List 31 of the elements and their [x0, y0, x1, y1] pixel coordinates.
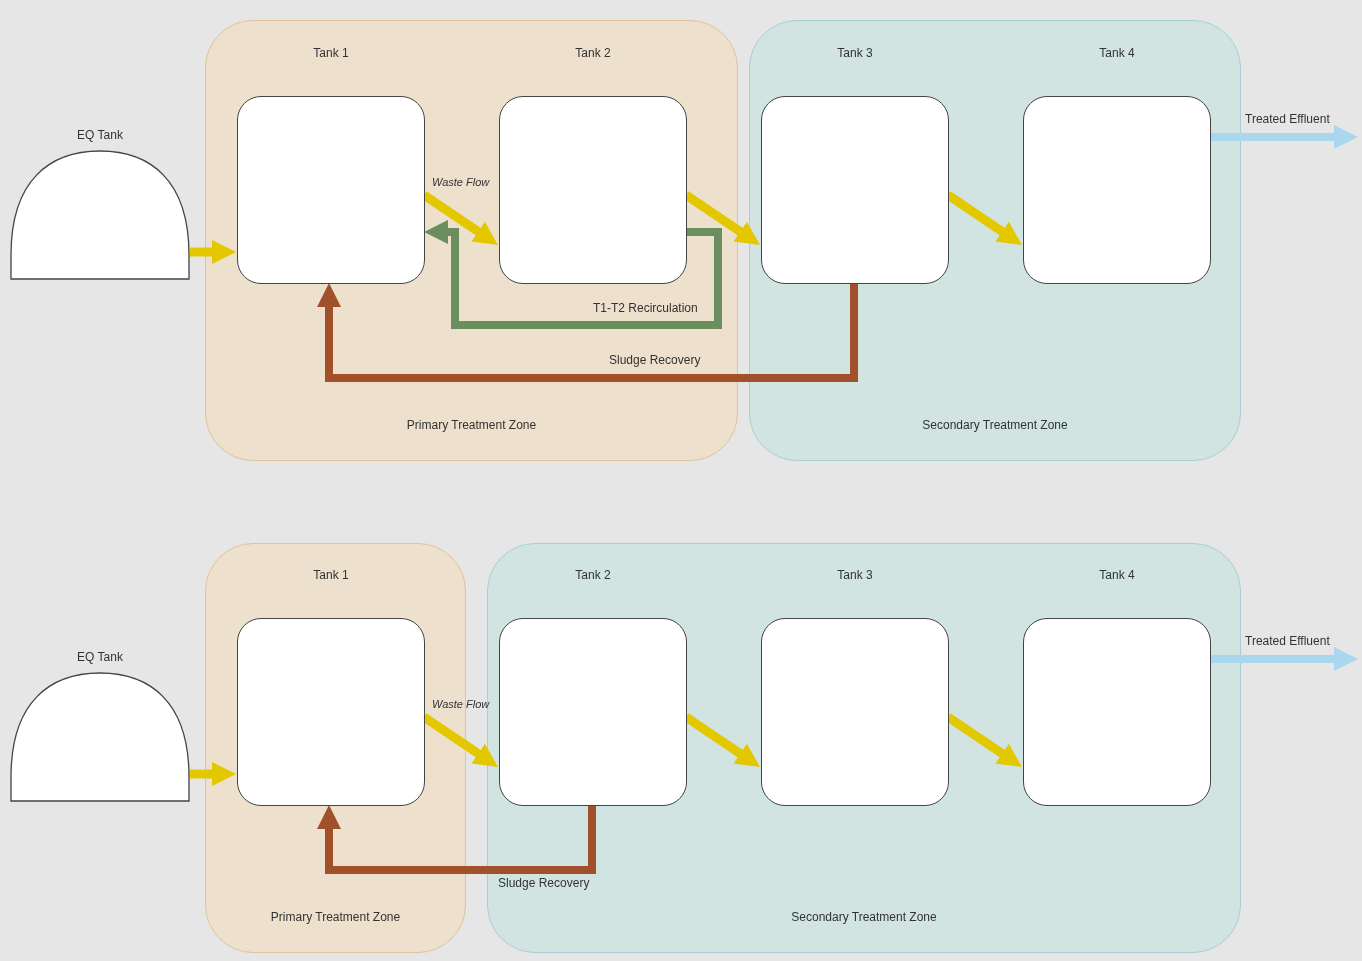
arrow	[190, 240, 236, 264]
tank-label: Tank 1	[312, 568, 350, 582]
edge-label: Treated Effluent	[1244, 112, 1331, 126]
tank-label: Tank 4	[1098, 46, 1136, 60]
edge-label: Sludge Recovery	[608, 353, 702, 367]
zone-panel	[205, 20, 738, 461]
edge-label: Sludge Recovery	[497, 876, 591, 890]
arrow	[190, 762, 236, 786]
edge-label: Treated Effluent	[1244, 634, 1331, 648]
tank-label: EQ Tank	[76, 650, 124, 664]
tank-label: Tank 2	[574, 46, 612, 60]
arrow	[317, 283, 858, 382]
arrow	[317, 805, 596, 874]
tank-label: Tank 1	[312, 46, 350, 60]
arrow	[1210, 125, 1358, 149]
zone-panel	[749, 20, 1241, 461]
tank-label: Tank 4	[1098, 568, 1136, 582]
edge-label: Waste Flow	[431, 698, 491, 710]
tank-label: EQ Tank	[76, 128, 124, 142]
arrow	[1210, 647, 1358, 671]
zone-title: Secondary Treatment Zone	[922, 418, 1068, 432]
tank-label: Tank 2	[574, 568, 612, 582]
zone-title: Secondary Treatment Zone	[791, 910, 937, 924]
tank-label: Tank 3	[836, 568, 874, 582]
zone-title: Primary Treatment Zone	[406, 418, 537, 432]
zone-panel	[205, 543, 466, 953]
edge-label: T1-T2 Recirculation	[592, 301, 699, 315]
arrow	[424, 220, 722, 329]
tank-label: Tank 3	[836, 46, 874, 60]
edge-label: Waste Flow	[431, 176, 491, 188]
zone-title: Primary Treatment Zone	[270, 910, 401, 924]
